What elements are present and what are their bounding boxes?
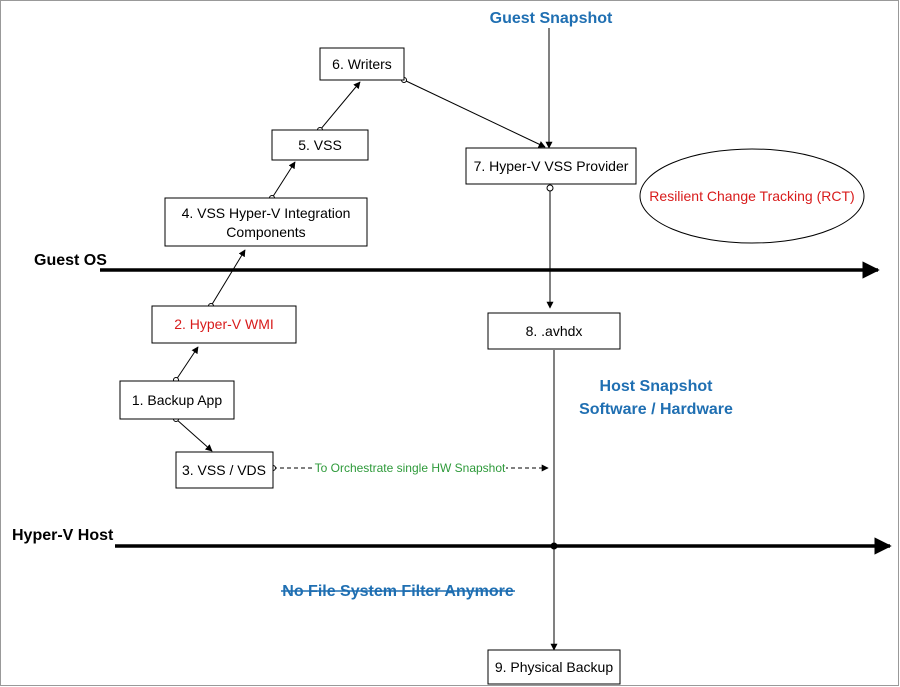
node-backup-app-label: 1. Backup App <box>132 392 223 408</box>
edge-backup-to-wmi <box>175 346 199 381</box>
edge-writers-to-provider <box>403 79 546 148</box>
node-hyperv-wmi <box>151 305 297 344</box>
connector-dot <box>546 184 554 192</box>
node-vss <box>271 129 369 161</box>
node-integration-components <box>164 197 368 247</box>
node-hyperv-wmi-label: 2. Hyper-V WMI <box>174 316 274 332</box>
edge-integration-to-vss <box>271 161 296 199</box>
node-physical-backup-label: 9. Physical Backup <box>495 659 613 675</box>
node-vss-provider-label: 7. Hyper-V VSS Provider <box>474 158 629 174</box>
node-writers <box>319 47 405 81</box>
node-vss-vds-label: 3. VSS / VDS <box>182 462 266 478</box>
host-snapshot-heading: Host Snapshot <box>600 378 714 395</box>
guest-os-label: Guest OS <box>34 252 107 269</box>
node-physical-backup <box>487 649 621 685</box>
node-avhdx <box>487 312 621 350</box>
node-vss-provider <box>465 147 637 185</box>
guest-snapshot-heading: Guest Snapshot <box>490 10 613 27</box>
node-backup-app <box>119 380 235 420</box>
hyperv-host-label: Hyper-V Host <box>12 527 114 544</box>
orchestrate-note: To Orchestrate single HW Snapshot <box>315 461 506 475</box>
node-writers-label: 6. Writers <box>332 56 392 72</box>
edge-vss-to-writers <box>319 81 361 131</box>
node-integration-label-1: 4. VSS Hyper-V Integration <box>182 205 351 221</box>
node-vss-vds <box>175 451 274 489</box>
edge-wmi-to-integration <box>210 249 246 307</box>
rct-ellipse <box>639 148 865 244</box>
node-integration-label-2: Components <box>226 224 305 240</box>
node-avhdx-label: 8. .avhdx <box>526 323 583 339</box>
node-vss-label: 5. VSS <box>298 137 342 153</box>
host-snapshot-subheading: Software / Hardware <box>579 401 733 418</box>
edge-backup-to-vssvds <box>175 418 213 452</box>
orchestrate-note-bg <box>314 461 506 476</box>
rct-label: Resilient Change Tracking (RCT) <box>649 188 854 204</box>
